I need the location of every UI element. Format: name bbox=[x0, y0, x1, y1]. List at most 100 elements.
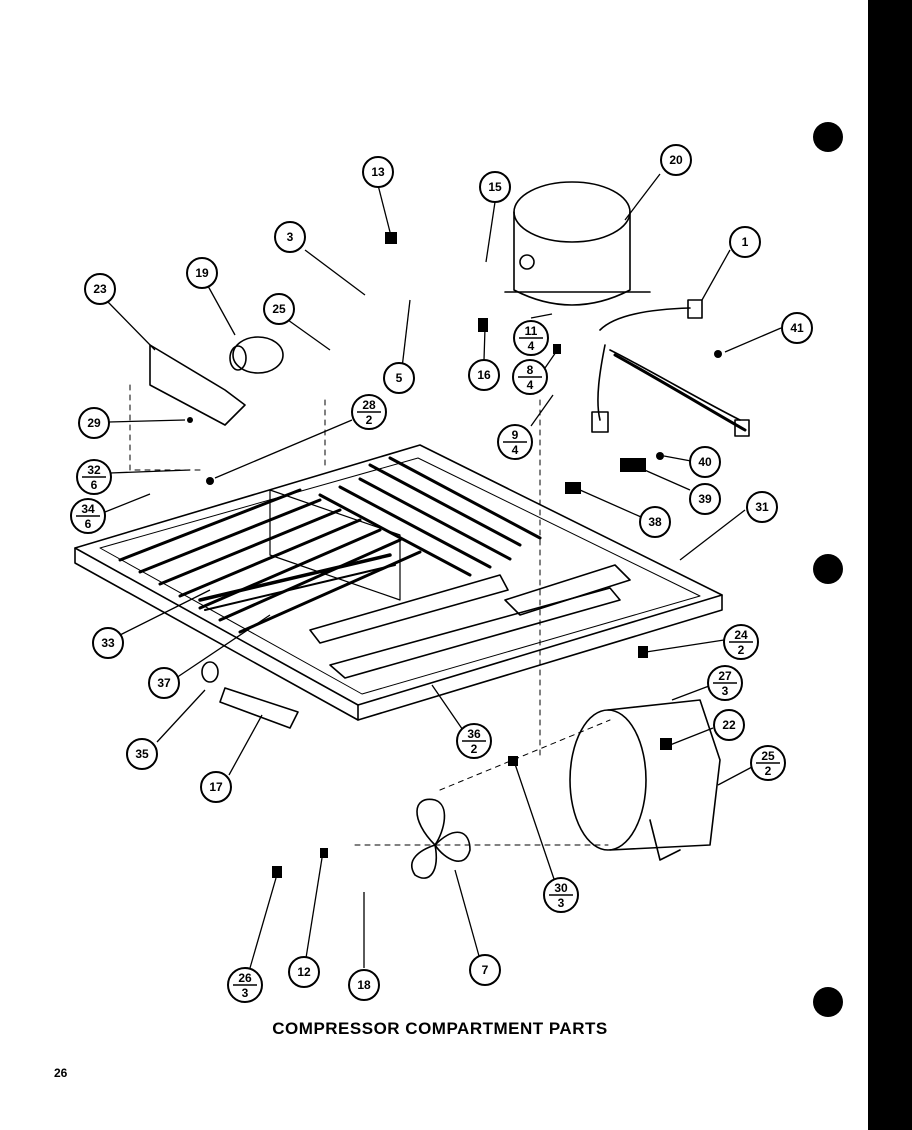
callout-number: 11 bbox=[525, 324, 538, 338]
callout-quantity: 2 bbox=[765, 764, 772, 778]
callout-number: 35 bbox=[135, 747, 149, 761]
callout-circle bbox=[781, 312, 813, 344]
page-number: 26 bbox=[54, 1066, 68, 1080]
callout-quantity: 4 bbox=[528, 339, 535, 353]
callout-quantity: 3 bbox=[558, 896, 565, 910]
callout-number: 18 bbox=[357, 978, 371, 992]
callout-41: 41 bbox=[781, 312, 813, 344]
callout-19: 19 bbox=[186, 257, 218, 289]
callout-quantity: 6 bbox=[91, 478, 98, 492]
callout-number: 8 bbox=[527, 363, 534, 377]
hardware-details bbox=[187, 232, 722, 878]
callout-number: 15 bbox=[488, 180, 502, 194]
callout-circle bbox=[383, 362, 415, 394]
callout-number: 29 bbox=[87, 416, 101, 430]
wiring-harness-drawing bbox=[591, 299, 750, 437]
callout-number: 38 bbox=[648, 515, 662, 529]
callout-29: 29 bbox=[78, 407, 110, 439]
callout-circle bbox=[639, 506, 671, 538]
callout-quantity: 2 bbox=[738, 643, 745, 657]
binder-hole-bottom bbox=[813, 987, 843, 1017]
callout-circle bbox=[362, 156, 394, 188]
callout-number: 33 bbox=[101, 636, 115, 650]
callout-11-qty-4: 114 bbox=[513, 320, 549, 356]
callout-7: 7 bbox=[469, 954, 501, 986]
page-title: COMPRESSOR COMPARTMENT PARTS bbox=[272, 1019, 608, 1038]
callout-circle bbox=[263, 293, 295, 325]
callout-circle bbox=[288, 956, 320, 988]
callout-34-qty-6: 346 bbox=[70, 498, 106, 534]
callout-number: 12 bbox=[297, 965, 311, 979]
callout-number: 26 bbox=[238, 971, 252, 985]
compressor-drawing bbox=[504, 181, 651, 306]
callout-30-qty-3: 303 bbox=[543, 877, 579, 913]
condenser-motor-drawing bbox=[569, 699, 721, 861]
callout-circle bbox=[274, 221, 306, 253]
callout-number: 16 bbox=[477, 368, 491, 382]
callout-circle bbox=[78, 407, 110, 439]
callout-number: 1 bbox=[742, 235, 749, 249]
callout-number: 7 bbox=[482, 963, 489, 977]
callout-circle bbox=[84, 273, 116, 305]
callout-circle bbox=[660, 144, 692, 176]
callout-quantity: 3 bbox=[722, 684, 729, 698]
callout-1: 1 bbox=[729, 226, 761, 258]
callout-25-qty-2: 252 bbox=[750, 745, 786, 781]
callout-16: 16 bbox=[468, 359, 500, 391]
callout-28-qty-2: 282 bbox=[351, 394, 387, 430]
callout-38: 38 bbox=[639, 506, 671, 538]
callout-circle bbox=[729, 226, 761, 258]
callout-circle bbox=[186, 257, 218, 289]
callout-8-qty-4: 84 bbox=[512, 359, 548, 395]
callout-quantity: 3 bbox=[242, 986, 249, 1000]
binder-hole-top bbox=[813, 122, 843, 152]
callout-circle bbox=[468, 359, 500, 391]
callout-number: 41 bbox=[790, 321, 804, 335]
leader-lines bbox=[104, 173, 782, 969]
callout-40: 40 bbox=[689, 446, 721, 478]
callout-circle bbox=[689, 446, 721, 478]
construction-lines bbox=[129, 384, 611, 846]
callout-number: 19 bbox=[195, 266, 209, 280]
callout-number: 34 bbox=[81, 502, 95, 516]
callout-number: 9 bbox=[512, 428, 519, 442]
base-pan-drawing bbox=[74, 444, 723, 721]
callout-32-qty-6: 326 bbox=[76, 459, 112, 495]
callout-37: 37 bbox=[148, 667, 180, 699]
callout-circle bbox=[200, 771, 232, 803]
callout-36-qty-2: 362 bbox=[456, 723, 492, 759]
callout-quantity: 2 bbox=[366, 413, 373, 427]
callout-24-qty-2: 242 bbox=[723, 624, 759, 660]
callout-9-qty-4: 94 bbox=[497, 424, 533, 460]
binder-hole-middle bbox=[813, 554, 843, 584]
callout-23: 23 bbox=[84, 273, 116, 305]
callout-number: 32 bbox=[87, 463, 101, 477]
callout-31: 31 bbox=[746, 491, 778, 523]
callout-number: 17 bbox=[209, 780, 223, 794]
clip-drawing bbox=[201, 661, 219, 683]
callout-number: 13 bbox=[371, 165, 385, 179]
callout-3: 3 bbox=[274, 221, 306, 253]
callout-13: 13 bbox=[362, 156, 394, 188]
callout-number: 27 bbox=[718, 669, 732, 683]
callout-22: 22 bbox=[713, 709, 745, 741]
callout-15: 15 bbox=[479, 171, 511, 203]
callout-number: 5 bbox=[396, 371, 403, 385]
callout-39: 39 bbox=[689, 483, 721, 515]
callout-quantity: 6 bbox=[85, 517, 92, 531]
callout-quantity: 4 bbox=[527, 378, 534, 392]
callout-number: 25 bbox=[761, 749, 775, 763]
callout-number: 40 bbox=[698, 455, 712, 469]
callout-33: 33 bbox=[92, 627, 124, 659]
callout-quantity: 2 bbox=[471, 742, 478, 756]
callout-circle bbox=[92, 627, 124, 659]
callout-number: 28 bbox=[362, 398, 376, 412]
fan-motor-drawing bbox=[229, 336, 284, 374]
callout-number: 25 bbox=[272, 302, 286, 316]
callout-circle bbox=[746, 491, 778, 523]
callout-circle bbox=[713, 709, 745, 741]
callout-number: 31 bbox=[755, 500, 769, 514]
callout-number: 30 bbox=[554, 881, 568, 895]
callout-25: 25 bbox=[263, 293, 295, 325]
